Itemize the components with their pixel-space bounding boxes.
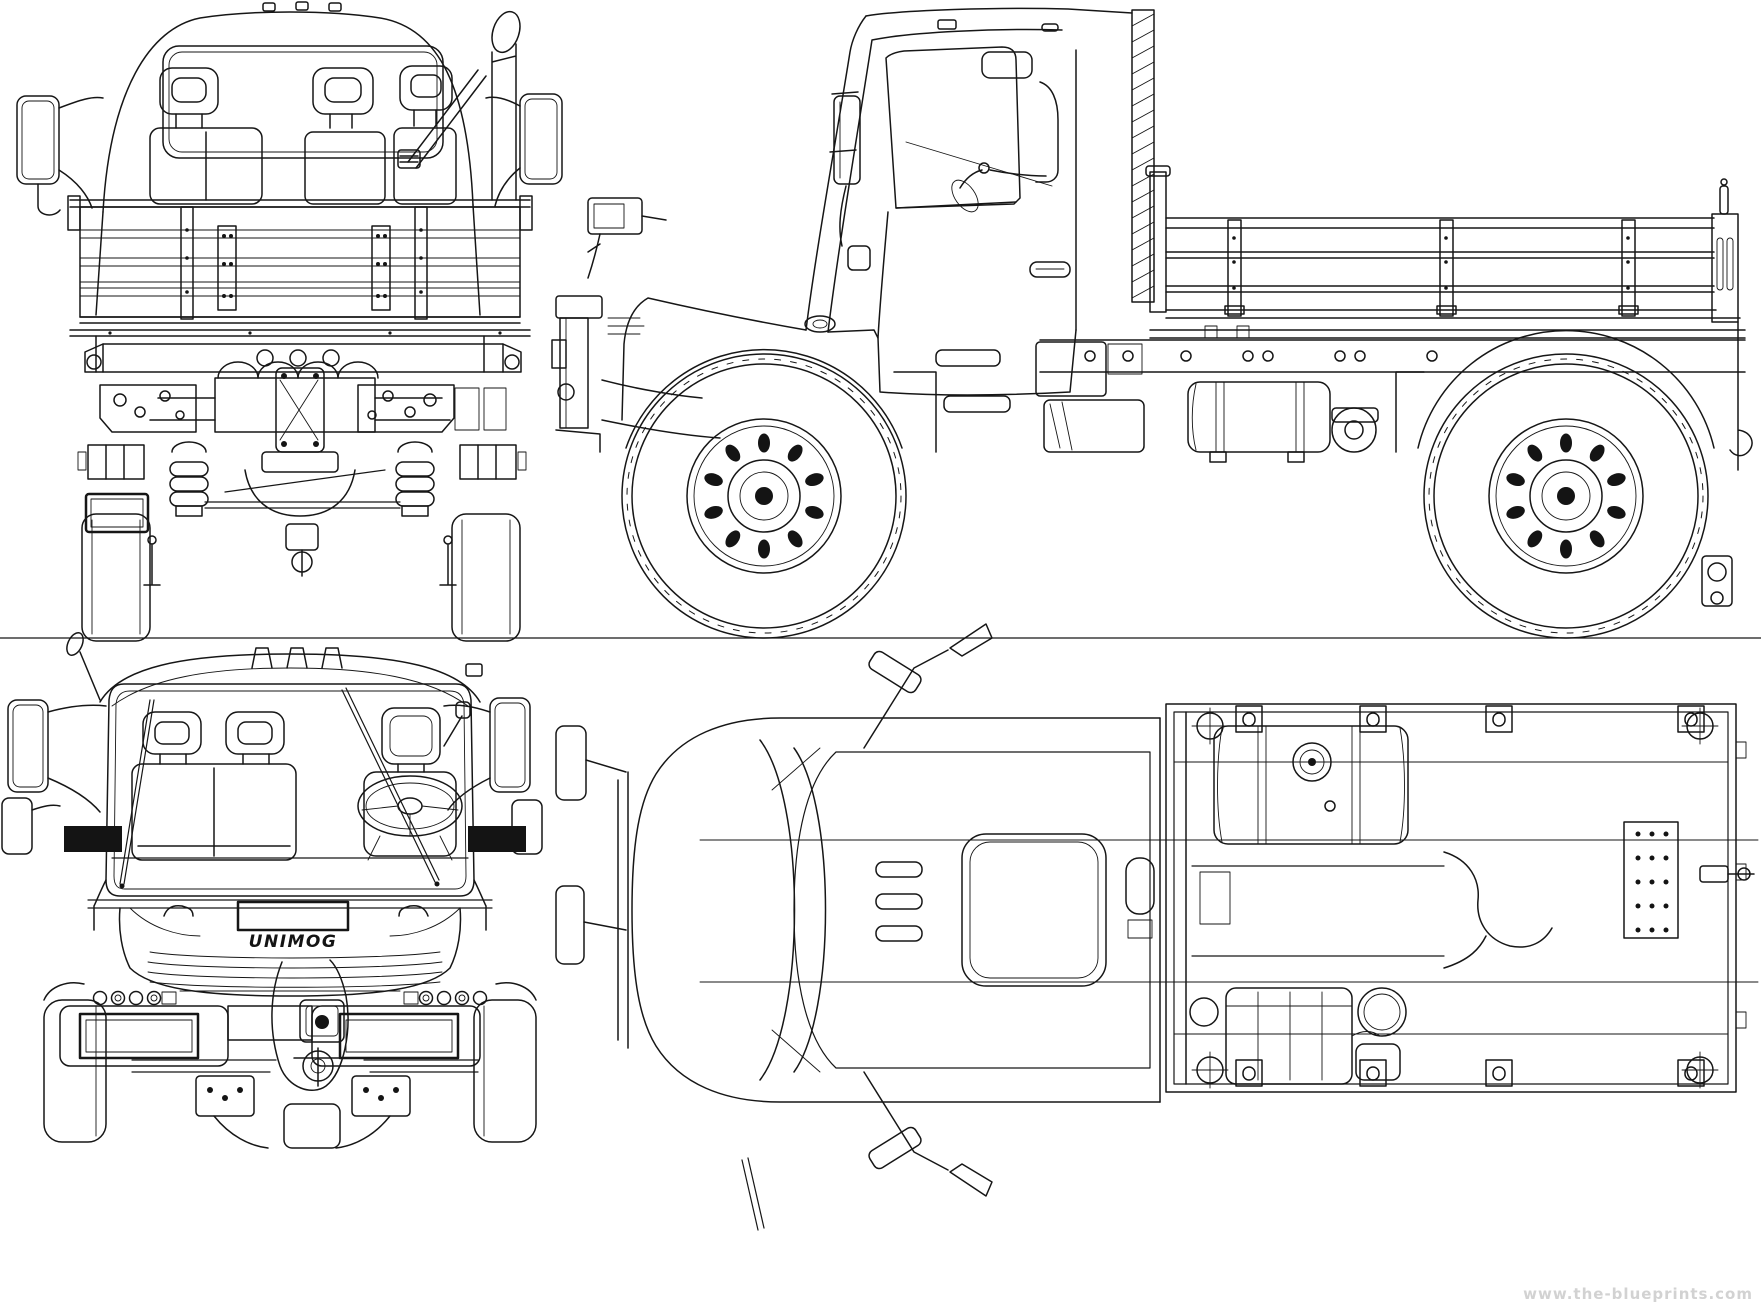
front-right-mirror <box>443 697 543 855</box>
top-front-attachments <box>555 725 627 965</box>
front-hitch <box>271 959 349 1091</box>
rear-view-drawing <box>16 1 563 642</box>
fuel-tank-side <box>1187 381 1379 463</box>
seat-backs <box>149 127 457 205</box>
fenders <box>625 329 1715 453</box>
front-wheel-lugs <box>704 433 824 559</box>
top-view-drawing <box>555 623 1759 1231</box>
side-hood <box>607 297 836 421</box>
rear-wheel <box>1423 353 1709 639</box>
engine-top <box>1189 987 1407 1085</box>
cab-roof <box>95 1 481 316</box>
front-view-drawing: UNIMOG <box>1 631 543 1149</box>
tipper-cylinder <box>397 69 487 169</box>
air-intake-hatched <box>1131 9 1155 303</box>
tipper-bed-rear <box>67 195 533 337</box>
front-roof <box>66 631 483 707</box>
exhaust-stack <box>491 10 521 201</box>
steering-wheel <box>357 775 463 861</box>
rear-wheels <box>81 513 521 642</box>
hood-grille <box>118 900 462 997</box>
rear-window <box>162 45 444 159</box>
headlights <box>92 990 488 1006</box>
rear-wheel-lugs <box>1506 433 1626 559</box>
side-chassis-rail <box>1039 321 1753 607</box>
cab-bed-gap <box>1125 857 1155 939</box>
fuel-tank-top <box>1213 725 1409 845</box>
headrests <box>159 65 453 129</box>
license-plate-holder <box>84 492 150 534</box>
front-bumper-side <box>551 295 721 453</box>
front-axle <box>131 1059 479 1149</box>
unimog-badge: UNIMOG <box>249 932 338 952</box>
side-mirror <box>829 91 871 271</box>
top-bed-platform <box>1165 703 1747 1093</box>
rear-chassis <box>84 335 522 433</box>
front-indicator-lamp <box>587 197 667 279</box>
tie-down-loops <box>1235 705 1705 1087</box>
side-view-drawing <box>551 7 1753 639</box>
front-license-plate <box>236 900 350 932</box>
tail-lights <box>77 444 527 480</box>
top-mirrors <box>741 623 993 1231</box>
front-left-mirror <box>1 699 107 855</box>
watermark: www.the-blueprints.com <box>1523 1285 1753 1303</box>
windshield <box>105 683 475 897</box>
side-cab <box>805 7 1133 413</box>
air-springs <box>169 441 435 517</box>
front-bumper <box>59 1005 481 1067</box>
corner-cross-marks <box>1191 707 1719 1089</box>
axle-centerlines <box>699 839 1759 983</box>
under-cab-engine <box>1035 341 1145 453</box>
fuel-filler-cap <box>1292 742 1332 782</box>
rear-left-mirror <box>16 95 104 216</box>
cowl-lamp-housings <box>64 826 526 931</box>
front-wheel <box>621 353 907 639</box>
top-cab <box>617 717 1161 1103</box>
front-wheels <box>43 982 537 1143</box>
bed-chassis-detail <box>1191 821 1755 969</box>
rear-axle-differential <box>143 361 457 586</box>
roof-hatch <box>961 833 1107 987</box>
rear-right-mirror <box>485 93 563 207</box>
wipers <box>119 687 440 889</box>
side-flatbed <box>1145 165 1746 339</box>
